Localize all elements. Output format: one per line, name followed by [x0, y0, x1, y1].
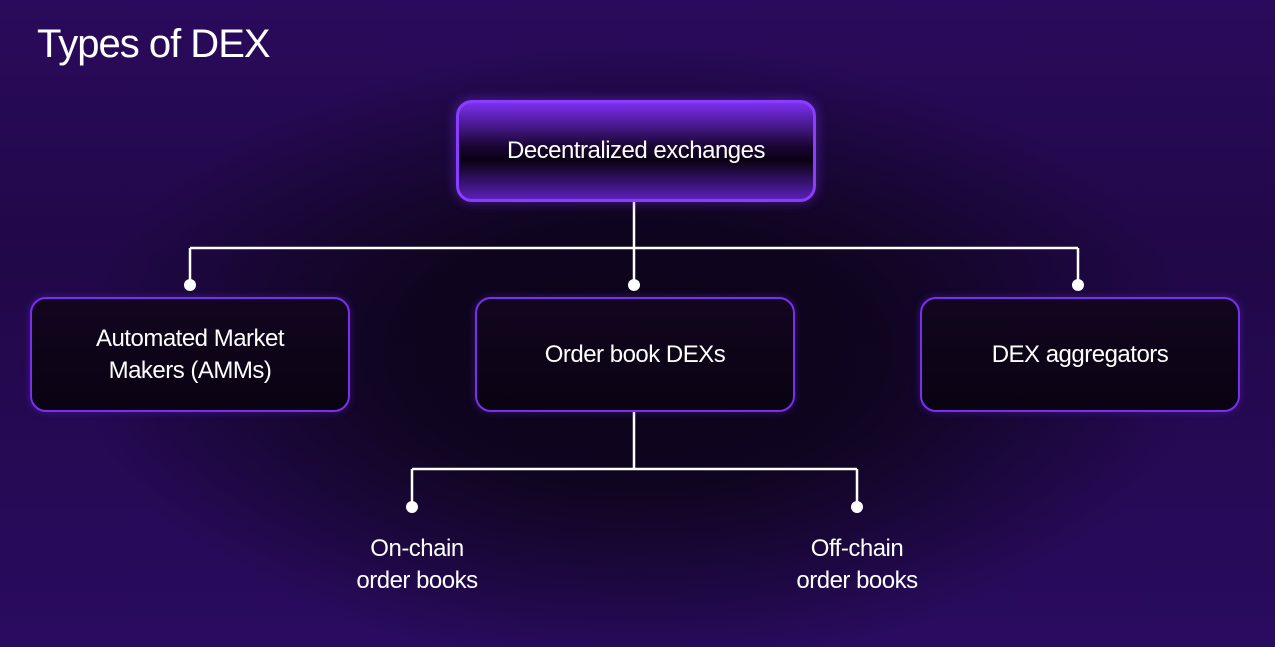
node-order-book-dexs: Order book DEXs: [475, 297, 795, 412]
connector-dot-onchain: [406, 501, 418, 513]
leaf-on-chain-order-books: On-chain order books: [307, 533, 527, 597]
node-automated-market-makers: Automated Market Makers (AMMs): [30, 297, 350, 412]
node-label-aggregators: DEX aggregators: [991, 340, 1169, 368]
connector-dot-orderbook: [628, 279, 640, 291]
root-node-label: Decentralized exchanges: [507, 137, 766, 164]
connector-dot-aggregators: [1072, 279, 1084, 291]
leaf-label-on-chain: On-chain order books: [356, 535, 478, 594]
leaf-off-chain-order-books: Off-chain order books: [747, 533, 967, 597]
connector-dot-amm: [184, 279, 196, 291]
root-node-decentralized-exchanges: Decentralized exchanges: [456, 100, 816, 202]
node-label-order-book: Order book DEXs: [544, 340, 726, 368]
diagram-title: Types of DEX: [37, 22, 271, 66]
node-dex-aggregators: DEX aggregators: [920, 297, 1240, 412]
leaf-label-off-chain: Off-chain order books: [796, 535, 918, 594]
node-label-amm: Automated Market Makers (AMMs): [95, 324, 285, 384]
connector-dot-offchain: [851, 501, 863, 513]
